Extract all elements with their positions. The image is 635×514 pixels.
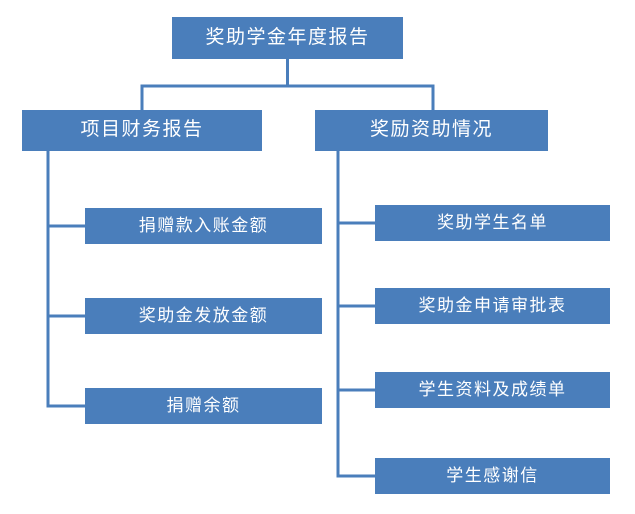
node-leaf-scholarship-disbursed-amount[interactable]: 奖助金发放金额: [85, 298, 322, 334]
node-branch-financial-report[interactable]: 项目财务报告: [22, 110, 262, 151]
node-branch-award-funding[interactable]: 奖励资助情况: [315, 110, 548, 151]
node-leaf-donation-received-amount[interactable]: 捐赠款入账金额: [85, 208, 322, 244]
node-leaf-donation-balance[interactable]: 捐赠余额: [85, 388, 322, 424]
node-leaf-scholarship-application-approval-form[interactable]: 奖助金申请审批表: [375, 288, 610, 324]
node-leaf-student-profile-and-transcript[interactable]: 学生资料及成绩单: [375, 372, 610, 408]
node-leaf-student-thank-you-letter[interactable]: 学生感谢信: [375, 458, 610, 494]
node-leaf-student-recipient-list[interactable]: 奖助学生名单: [375, 205, 610, 241]
node-root[interactable]: 奖助学金年度报告: [172, 17, 403, 59]
